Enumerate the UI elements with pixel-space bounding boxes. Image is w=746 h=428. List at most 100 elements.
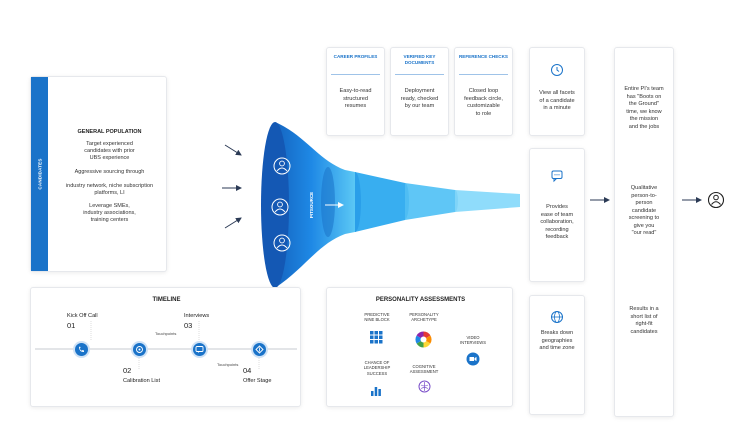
divider bbox=[331, 74, 380, 75]
label-line: SUCCESS bbox=[366, 370, 388, 376]
card-body-line: Deployment bbox=[404, 88, 435, 94]
text-line: right-fit bbox=[635, 321, 653, 328]
step-label: Offer Stage bbox=[243, 378, 272, 384]
text-line: Results in a bbox=[629, 306, 659, 312]
card-body-line: Provides bbox=[546, 204, 568, 210]
candidates-card: CANDIDATES GENERAL POPULATION Target exp… bbox=[30, 76, 167, 272]
text-line: the Ground" bbox=[629, 101, 659, 108]
team-screening-card: Entire PI's team has "Boots on the Groun… bbox=[614, 47, 674, 417]
card-body-line: feedback circle, bbox=[464, 95, 503, 102]
phone-icon bbox=[73, 341, 90, 358]
shortlist-text: Results in a short list of right-fit can… bbox=[618, 306, 670, 336]
label-line: PREDICTIVE bbox=[364, 312, 390, 317]
person-icon bbox=[273, 234, 291, 252]
divider bbox=[459, 74, 508, 75]
assessment-label: VIDEO INTERVIEWS bbox=[455, 335, 491, 346]
arrow-in-3 bbox=[224, 217, 242, 229]
funnel-tail-4 bbox=[455, 190, 520, 212]
touchpoints-label: Touchpoints bbox=[217, 362, 239, 367]
card-body-line: geographies bbox=[541, 337, 573, 344]
career-profiles-card: CAREER PROFILES Easy-to-read structured … bbox=[326, 47, 385, 136]
touchpoints-label: Touchpoints bbox=[155, 331, 177, 336]
final-candidate-icon bbox=[707, 191, 725, 209]
label-line: ASSESSMENT bbox=[409, 369, 439, 375]
card-body-line: View all facets bbox=[539, 90, 575, 96]
card-body: View all facets of a candidate in a minu… bbox=[532, 90, 582, 113]
globe-icon bbox=[551, 311, 563, 323]
label-line: VIDEO bbox=[466, 335, 480, 340]
text-line: person bbox=[635, 200, 653, 207]
card-heading: VERIFIED KEY DOCUMENTS bbox=[403, 54, 436, 65]
verified-documents-card: VERIFIED KEY DOCUMENTS Deployment ready,… bbox=[390, 47, 449, 136]
text-line: give you bbox=[633, 222, 655, 229]
card-body-line: Breaks down bbox=[540, 330, 574, 336]
text-line: Entire PI's team bbox=[624, 86, 664, 92]
arrow-in-1 bbox=[224, 144, 242, 156]
candidates-strip: CANDIDATES bbox=[31, 77, 48, 271]
list-icon bbox=[131, 341, 148, 358]
step-label: Kick Off Call bbox=[67, 313, 98, 319]
text-line: person-to- bbox=[631, 192, 657, 199]
clock-icon bbox=[551, 64, 563, 76]
text-line: screening to bbox=[628, 215, 660, 222]
general-population-title: GENERAL POPULATION bbox=[77, 129, 142, 135]
text-line: short list of bbox=[630, 313, 658, 320]
card-body-line: to role bbox=[475, 110, 492, 117]
card-body-line: customizable bbox=[467, 103, 500, 110]
step-label: Calibration List bbox=[123, 378, 160, 384]
card-body-line: ready, checked bbox=[400, 95, 439, 102]
card-body-line: Closed loop bbox=[468, 88, 499, 94]
reference-checks-card: REFERENCE CHECKS Closed loop feedback ci… bbox=[454, 47, 513, 136]
label-line: CHANCE OF bbox=[364, 360, 390, 365]
geographies-card: Breaks down geographies and time zone bbox=[529, 295, 585, 415]
divider bbox=[395, 74, 444, 75]
card-body: Provides ease of team collaboration, rec… bbox=[532, 204, 582, 242]
gp-line: platforms, LI bbox=[94, 190, 125, 196]
person-icon bbox=[273, 157, 291, 175]
text-line: time, we know bbox=[626, 108, 662, 115]
step-label: Interviews bbox=[184, 313, 210, 319]
gp-line: training centers bbox=[90, 217, 129, 223]
card-body-line: collaboration, bbox=[540, 219, 574, 226]
assessment-label: PREDICTIVE NINE BLOCK bbox=[357, 312, 397, 323]
card-heading: CAREER PROFILES bbox=[333, 54, 378, 59]
label-line: LEADERSHIP bbox=[363, 365, 391, 371]
chat-icon bbox=[551, 170, 563, 183]
gp-line: Leverage SMEs, bbox=[89, 203, 130, 209]
text-line: has "Boots on bbox=[626, 93, 662, 100]
card-body: Easy-to-read structured resumes bbox=[329, 88, 382, 111]
text-line: Qualitative bbox=[630, 185, 658, 191]
timeline-title: TIMELINE bbox=[152, 297, 181, 303]
card-body: Closed loop feedback circle, customizabl… bbox=[457, 88, 510, 118]
step-number: 03 bbox=[184, 321, 193, 330]
gp-line: candidates with prior bbox=[84, 148, 135, 154]
text-line: and the jobs bbox=[628, 123, 660, 130]
view-facets-card: View all facets of a candidate in a minu… bbox=[529, 47, 585, 136]
card-body-line: in a minute bbox=[543, 105, 571, 112]
personality-title: PERSONALITY ASSESSMENTS bbox=[375, 297, 466, 303]
label-line: PERSONALITY bbox=[409, 312, 439, 317]
card-body: Deployment ready, checked by our team bbox=[393, 88, 446, 111]
step-number: 01 bbox=[67, 321, 76, 330]
assessment-label: PERSONALITY ARCHETYPE bbox=[404, 312, 444, 323]
funnel-tail-2 bbox=[355, 172, 405, 232]
timeline-card: TIMELINE Kick Off Call 01 Calibration Li… bbox=[30, 287, 301, 407]
assessment-label: COGNITIVE ASSESSMENT bbox=[404, 364, 444, 375]
card-body-line: structured bbox=[343, 95, 368, 102]
label-line: NINE BLOCK bbox=[364, 317, 390, 323]
gp-line: UBS experience bbox=[89, 155, 130, 161]
brain-icon bbox=[418, 380, 431, 393]
card-body-line: and time zone bbox=[539, 345, 575, 352]
text-line: the mission bbox=[629, 116, 659, 123]
interview-icon bbox=[191, 341, 208, 358]
gp-line: industry network, niche subscription bbox=[65, 183, 154, 189]
video-icon bbox=[466, 352, 480, 366]
text-line: candidate bbox=[631, 207, 657, 214]
card-body-line: recording bbox=[545, 226, 569, 233]
grid-icon bbox=[370, 331, 383, 344]
card-body: Breaks down geographies and time zone bbox=[532, 330, 582, 353]
assessment-label: CHANCE OF LEADERSHIP SUCCESS bbox=[355, 360, 399, 376]
label-line: COGNITIVE bbox=[412, 364, 436, 369]
gp-line: Target experienced bbox=[86, 141, 133, 147]
